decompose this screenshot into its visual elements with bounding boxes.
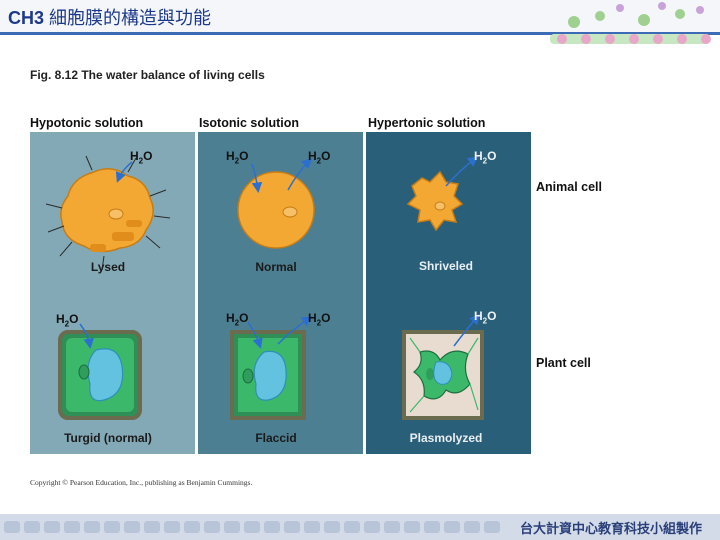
normal-animal-cell — [238, 172, 314, 248]
slide-footer: 台大計資中心教育科技小組製作 — [0, 514, 720, 540]
flaccid-label: Flaccid — [255, 431, 296, 445]
normal-label: Normal — [255, 260, 296, 274]
plant-cell-row-label: Plant cell — [536, 356, 591, 370]
turgid-label: Turgid (normal) — [64, 431, 152, 445]
plasmolyzed-plant-cell — [404, 332, 482, 418]
plasmolyzed-label: Plasmolyzed — [410, 431, 483, 445]
water-label: H2O — [56, 312, 78, 328]
water-label: H2O — [226, 149, 248, 165]
water-label: H2O — [308, 311, 330, 327]
water-label: H2O — [308, 149, 330, 165]
shriveled-label: Shriveled — [419, 259, 473, 273]
copyright-note: Copyright © Pearson Education, Inc., pub… — [30, 478, 252, 487]
lysed-label: Lysed — [91, 260, 125, 274]
water-label: H2O — [226, 311, 248, 327]
water-label: H2O — [130, 149, 152, 165]
water-label: H2O — [474, 149, 496, 165]
animal-cell-row-label: Animal cell — [536, 180, 602, 194]
footer-decoration — [0, 517, 520, 537]
water-label: H2O — [474, 309, 496, 325]
flaccid-plant-cell — [232, 332, 304, 418]
turgid-plant-cell — [60, 332, 140, 418]
footer-credit: 台大計資中心教育科技小組製作 — [520, 518, 702, 537]
